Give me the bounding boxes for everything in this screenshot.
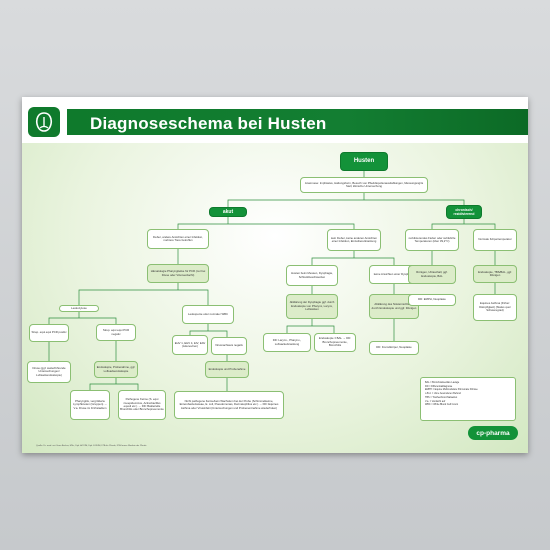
hoof-logo-icon	[28, 107, 60, 137]
node-dd-larynx: DD: Larynx-, Pharynx-, Luftsackerkrankun…	[263, 333, 311, 352]
node-keine-dysphagie: keine Ansichten einer Dysphagie	[369, 265, 419, 284]
node-viren: EHV 1, EHV 4, EIV, EAV (Adenoviren)	[172, 335, 208, 355]
node-pharyngitis: Pharyngitis, vergrößerte Lymphknoten (Gr…	[70, 390, 110, 420]
node-leukopenie: Leukopenie oder normaler WBC	[182, 305, 234, 324]
node-akut: akut	[209, 207, 247, 217]
poster-title: Diagnoseschema bei Husten	[90, 114, 327, 133]
node-pathogen: Pathogene Keime (S. equi zooepidemicus, …	[118, 390, 166, 420]
node-akut-kein-fieber: kein Fieber, keine anderen Ansichten ein…	[327, 229, 381, 251]
brand-logo: cp-pharma	[468, 426, 518, 440]
node-chr-fieber: rezidivierendes Fieber oder subfebrile T…	[405, 229, 459, 251]
node-endoskopie-bal: Endoskopie ± BAL → DD: Bronchopneumonie,…	[314, 333, 356, 352]
node-druse: Druse (ggf. weiterführende Untersuchunge…	[27, 361, 71, 383]
node-dd-emph: DD: EMPH, Neoplasie	[408, 294, 456, 306]
source-footer: Quelle: Dr. med. vet. Ilona Becker, MSc,…	[36, 445, 147, 447]
node-roentgen: Röntgen, Ultraschall, ggf. Endoskopie, B…	[408, 265, 456, 284]
connector-lines	[48, 171, 496, 391]
legend-entry: TBS = Tracheobronchialsekret	[425, 395, 458, 399]
node-akut-fieber: Fieber, andere Ansichten einer Infektion…	[147, 229, 209, 249]
node-endoskopie-r: Endoskopie, TBS/BAL, ggf. Röntgen	[473, 265, 517, 283]
title-bar	[67, 109, 528, 135]
legend-entry: o.B.d. = ohne besonderen Befund	[425, 392, 461, 396]
node-asthma: Equines Asthma (früher: Dämpfigkeit) (St…	[473, 294, 517, 321]
poster: Diagnoseschema bei Husten	[22, 97, 528, 453]
legend-entry: WBC = White Blood Cell Count	[425, 403, 459, 407]
node-endoskopie-probe2: Endoskopie und Probenahme	[205, 361, 249, 378]
node-endoskopie-probe: Endoskopie, Probenahme, ggf. Luftsackend…	[94, 361, 138, 378]
legend-entry: EMPH = Equine Multinodulare Pulmonale Fi…	[425, 388, 478, 392]
node-dd-fremdkoerper: DD: Fremdkörper, Neoplasie	[369, 341, 419, 355]
node-abklaerung-dysphagie: Abklärung der Dysphagie ggf. durch Endos…	[286, 294, 338, 319]
node-dysphagie: Husten beim Messen, Dysphagie, Schluckbe…	[286, 265, 338, 286]
poster-header: Diagnoseschema bei Husten	[22, 97, 528, 143]
node-strep-positiv: Strep. equi equi PCR positiv	[29, 324, 69, 342]
node-husten: Husten	[340, 152, 388, 171]
legend-entry: BAL = Bronchoalveoläre Lavage	[425, 381, 460, 384]
node-anamnese: Anamnese: Impfstatus, Haltungsform, Besu…	[300, 177, 428, 193]
node-strep-negativ: Strep. equi equi PCR negativ	[96, 324, 136, 341]
node-virus-negativ: Virusnachweis negativ	[211, 337, 247, 355]
legend-entry: DD = Differentialdiagnose	[425, 384, 453, 388]
node-leukozytose: Leukozytose	[59, 305, 99, 312]
node-chronisch: chronisch/ rezidivierend	[446, 205, 482, 219]
node-chr-normal: Normale Körpertemperatur	[473, 229, 517, 251]
node-nicht-pathogen: Nicht pathogene Keime/kein Wachstum bei …	[174, 391, 284, 419]
abbreviation-legend: BAL = Bronchoalveoläre Lavage DD = Diffe…	[420, 377, 516, 421]
node-haematologie: Hämatologie Pharyngitetke für PCR (nur b…	[147, 264, 209, 283]
legend-entry: V.a. = Verdacht auf	[425, 399, 446, 403]
